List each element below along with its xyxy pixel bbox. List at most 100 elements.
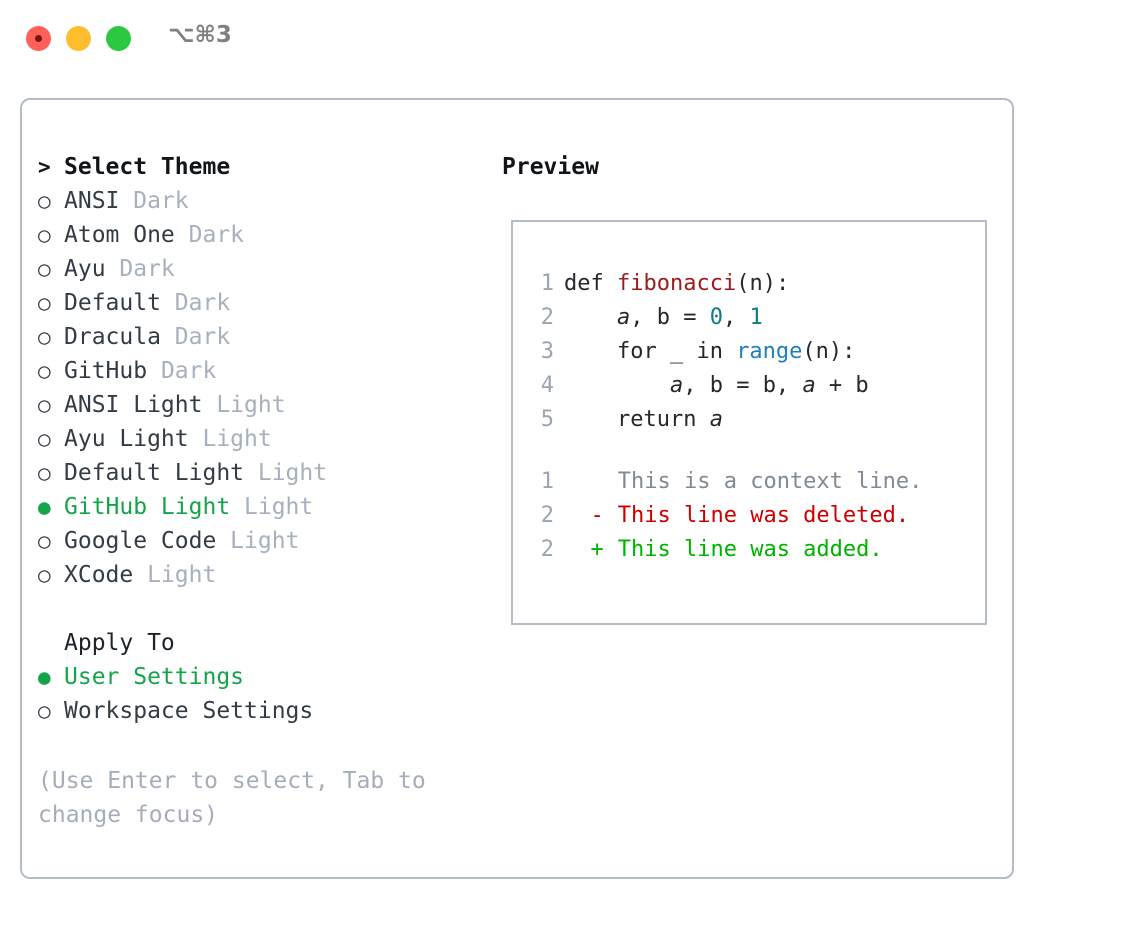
theme-option-dracula[interactable]: ○Dracula Dark — [38, 320, 498, 354]
code-token-plain: return — [564, 407, 710, 432]
diff-indent — [564, 469, 591, 494]
theme-option-label: XCode — [64, 562, 134, 588]
theme-option-github[interactable]: ○GitHub Dark — [38, 354, 498, 388]
diff-line-text: This line was added. — [617, 537, 883, 562]
radio-unselected-icon: ○ — [38, 529, 51, 553]
code-token-var: a — [616, 305, 631, 330]
code-token-num: 0 — [709, 305, 723, 330]
diff-marker: - — [590, 503, 604, 528]
diff-marker — [591, 465, 605, 499]
keyboard-hint: (Use Enter to select, Tab to change focu… — [38, 768, 426, 828]
diff-indent — [564, 537, 591, 562]
code-line-number: 1 — [540, 271, 554, 296]
theme-option-label: Dracula — [64, 324, 161, 350]
theme-option-kind: Light — [188, 426, 272, 452]
theme-option-ayu[interactable]: ○ Ayu Dark — [38, 252, 498, 286]
code-token-builtin: range — [736, 339, 803, 364]
diff-line-number: 2 — [540, 537, 554, 562]
theme-option-kind: Dark — [105, 256, 175, 282]
code-line: 4 a, b = b, a + b — [513, 369, 985, 403]
apply-to-option-workspace-settings[interactable]: ○Workspace Settings — [38, 694, 498, 728]
apply-to-list[interactable]: ●User Settings○Workspace Settings — [38, 660, 498, 728]
prompt-icon: > — [38, 155, 51, 179]
theme-option-github-light[interactable]: ● GitHub Light Light — [38, 490, 498, 524]
theme-option-ayu-light[interactable]: ○Ayu Light Light — [38, 422, 498, 456]
radio-selected-icon: ● — [38, 495, 51, 519]
diff-marker-gap — [605, 469, 618, 494]
theme-option-ansi[interactable]: ○ ANSI Dark — [38, 184, 498, 218]
theme-option-label: Atom One — [64, 222, 175, 248]
diff-line-context: 1 This is a context line. — [513, 465, 985, 499]
theme-option-atom-one[interactable]: ○ Atom One Dark — [38, 218, 498, 252]
code-diff-separator — [513, 437, 985, 465]
radio-unselected-icon: ○ — [38, 189, 51, 213]
diff-marker-gap — [605, 503, 618, 528]
diff-line-text: This line was deleted. — [617, 503, 910, 528]
theme-list[interactable]: ○ ANSI Dark ○ Atom One Dark ○ Ayu Dark ○ Defaul… — [38, 184, 498, 592]
code-token-plain: , b = b, — [683, 373, 803, 398]
code-line-number: 4 — [540, 373, 554, 398]
code-token-plain — [564, 305, 617, 330]
theme-option-kind: Light — [244, 460, 328, 486]
radio-unselected-icon: ○ — [38, 223, 51, 247]
code-token-plain: + b — [815, 373, 869, 398]
window-controls — [26, 26, 131, 51]
theme-option-kind: Dark — [160, 324, 231, 350]
theme-option-label: Default — [64, 290, 161, 316]
radio-unselected-icon: ○ — [38, 393, 51, 417]
theme-option-label: ANSI Light — [64, 392, 203, 418]
close-button-icon[interactable] — [26, 26, 51, 51]
code-line-number: 2 — [540, 305, 554, 330]
code-token-plain: for _ in — [564, 339, 737, 364]
theme-picker-header: > Select Theme — [38, 150, 498, 184]
apply-to-option-user-settings[interactable]: ●User Settings — [38, 660, 498, 694]
theme-option-label: GitHub Light — [64, 494, 231, 520]
maximize-button-icon[interactable] — [106, 26, 131, 51]
code-line: 3 for _ in range(n): — [513, 335, 985, 369]
theme-option-kind: Dark — [174, 222, 245, 248]
code-token-plain: , b = — [630, 305, 710, 330]
theme-option-label: Ayu — [64, 256, 106, 282]
title-bar: ⌥⌘3 — [0, 0, 1140, 78]
code-line: 5 return a — [513, 403, 985, 437]
diff-line-number: 2 — [540, 503, 554, 528]
radio-unselected-icon: ○ — [38, 563, 51, 587]
apply-to-header: ○Apply To — [38, 626, 498, 660]
diff-sample: 1 This is a context line.2 - This line w… — [513, 465, 985, 567]
diff-line-number: 1 — [540, 469, 554, 494]
diff-marker-gap — [605, 537, 618, 562]
code-token-plain: , — [722, 305, 750, 330]
diff-indent — [564, 503, 591, 528]
minimize-button-icon[interactable] — [66, 26, 91, 51]
radio-unselected-icon: ○ — [38, 461, 51, 485]
theme-option-default[interactable]: ○ Default Dark — [38, 286, 498, 320]
theme-option-xcode[interactable]: ○ XCode Light — [38, 558, 498, 592]
radio-unselected-icon: ○ — [38, 291, 51, 315]
diff-marker: + — [590, 537, 604, 562]
theme-option-label: Google Code — [64, 528, 217, 554]
code-token-func: fibonacci — [616, 271, 737, 296]
theme-picker-header-label: Select Theme — [64, 154, 231, 180]
radio-unselected-icon: ○ — [38, 427, 51, 451]
radio-unselected-icon: ○ — [38, 257, 51, 281]
radio-selected-icon: ● — [38, 665, 51, 689]
apply-to-header-label: Apply To — [64, 630, 175, 656]
theme-option-google-code[interactable]: ○ Google Code Light — [38, 524, 498, 558]
theme-option-kind: Light — [216, 528, 300, 554]
theme-option-ansi-light[interactable]: ○ ANSI Light Light — [38, 388, 498, 422]
theme-option-kind: Dark — [119, 188, 189, 214]
code-token-plain: (n): — [802, 339, 856, 364]
theme-option-kind: Light — [202, 392, 286, 418]
theme-option-kind: Dark — [160, 290, 231, 316]
radio-unselected-icon: ○ — [38, 699, 51, 723]
theme-option-kind: Light — [133, 562, 217, 588]
theme-picker-column: >Select Theme ○ANSI Dark○Atom One Dark○A… — [38, 150, 498, 832]
theme-option-kind: Light — [230, 494, 314, 520]
theme-option-default-light[interactable]: ○ Default Light Light — [38, 456, 498, 490]
theme-option-label: Default Light — [64, 460, 245, 486]
diff-line-deleted: 2 - This line was deleted. — [513, 499, 985, 533]
theme-option-label: ANSI — [64, 188, 120, 214]
theme-option-label: GitHub — [64, 358, 148, 384]
